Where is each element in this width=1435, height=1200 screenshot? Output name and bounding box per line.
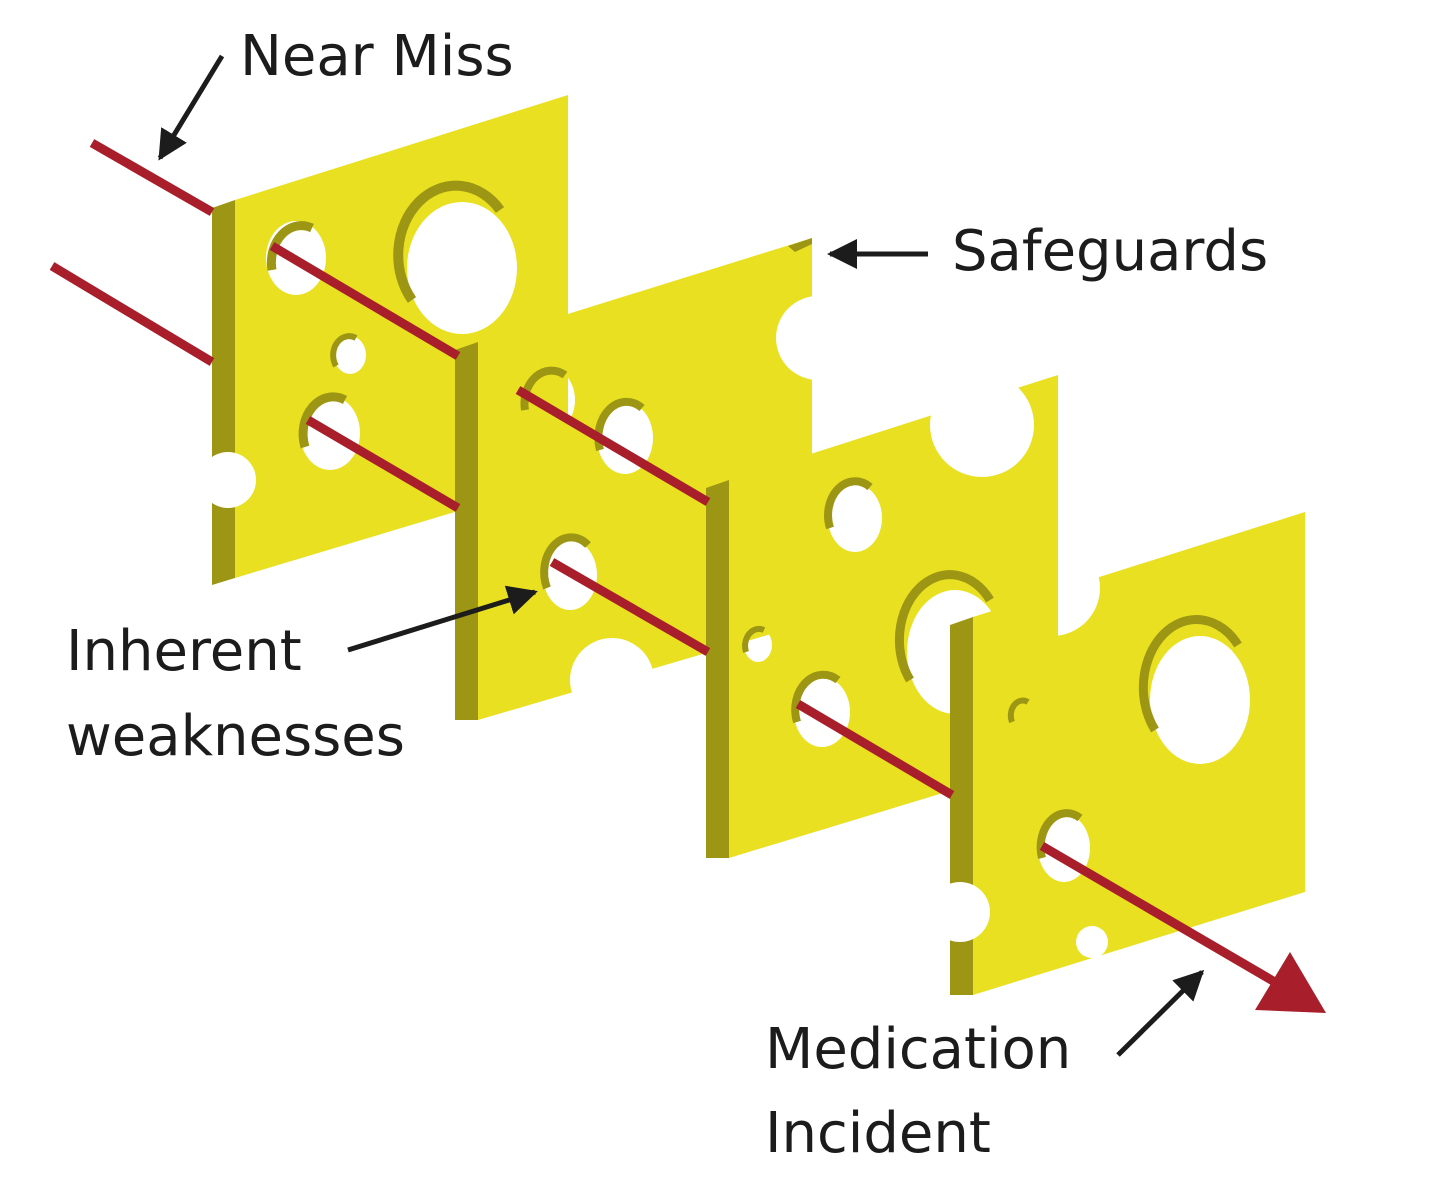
incident-line-seg3 bbox=[549, 558, 711, 656]
incident-line-seg4 bbox=[795, 700, 955, 799]
inherent-weaknesses-pointer bbox=[347, 585, 538, 653]
near-miss-label: Near Miss bbox=[240, 24, 514, 89]
near-miss-line-mid bbox=[269, 242, 461, 360]
safeguards-label: Safeguards bbox=[952, 219, 1268, 284]
incident-line-seg2 bbox=[305, 416, 461, 512]
medication-incident-pointer bbox=[1116, 969, 1205, 1057]
inherent-weaknesses-label-line1: Inherent bbox=[66, 619, 302, 684]
inherent-weaknesses-label-line2: weaknesses bbox=[66, 704, 405, 769]
incident-line-exit bbox=[1039, 842, 1283, 989]
medication-incident-label-line1: Medication bbox=[765, 1017, 1071, 1082]
slice-1-edge bbox=[212, 200, 235, 585]
slice-2-edge bbox=[455, 342, 478, 720]
near-miss-line-start bbox=[89, 139, 215, 216]
medication-incident-label-line2: Incident bbox=[765, 1101, 991, 1166]
slice-3-edge bbox=[706, 480, 729, 858]
slice-4-edge bbox=[950, 617, 973, 995]
near-miss-line-end bbox=[515, 386, 711, 506]
incident-line-start bbox=[49, 262, 215, 366]
safeguard-slice-4 bbox=[950, 512, 1305, 995]
incident-arrowhead bbox=[1255, 952, 1326, 1013]
near-miss-pointer bbox=[157, 54, 225, 161]
